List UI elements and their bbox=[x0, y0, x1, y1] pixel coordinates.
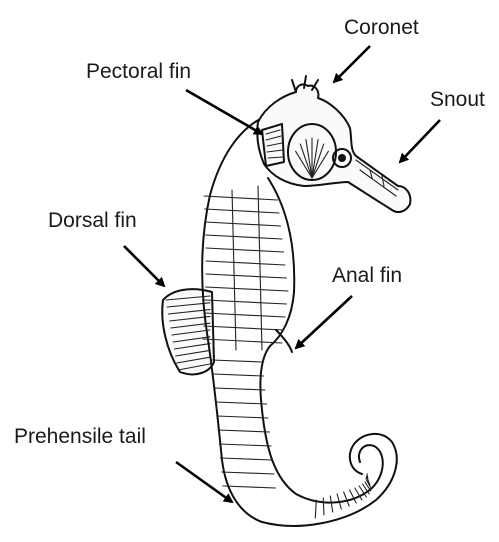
head-drawing bbox=[257, 76, 410, 212]
arrow-coronet bbox=[334, 46, 370, 82]
arrow-anal-fin bbox=[296, 296, 352, 348]
seahorse-illustration bbox=[162, 76, 410, 526]
arrow-pectoral-fin bbox=[186, 90, 262, 134]
arrow-snout bbox=[400, 120, 440, 162]
label-coronet: Coronet bbox=[344, 16, 419, 39]
label-dorsal-fin: Dorsal fin bbox=[48, 209, 137, 232]
label-snout: Snout bbox=[430, 88, 485, 111]
arrow-dorsal-fin bbox=[124, 246, 164, 286]
label-prehensile-tail: Prehensile tail bbox=[14, 425, 146, 448]
label-pectoral-fin: Pectoral fin bbox=[86, 60, 191, 83]
label-anal-fin: Anal fin bbox=[332, 264, 402, 287]
